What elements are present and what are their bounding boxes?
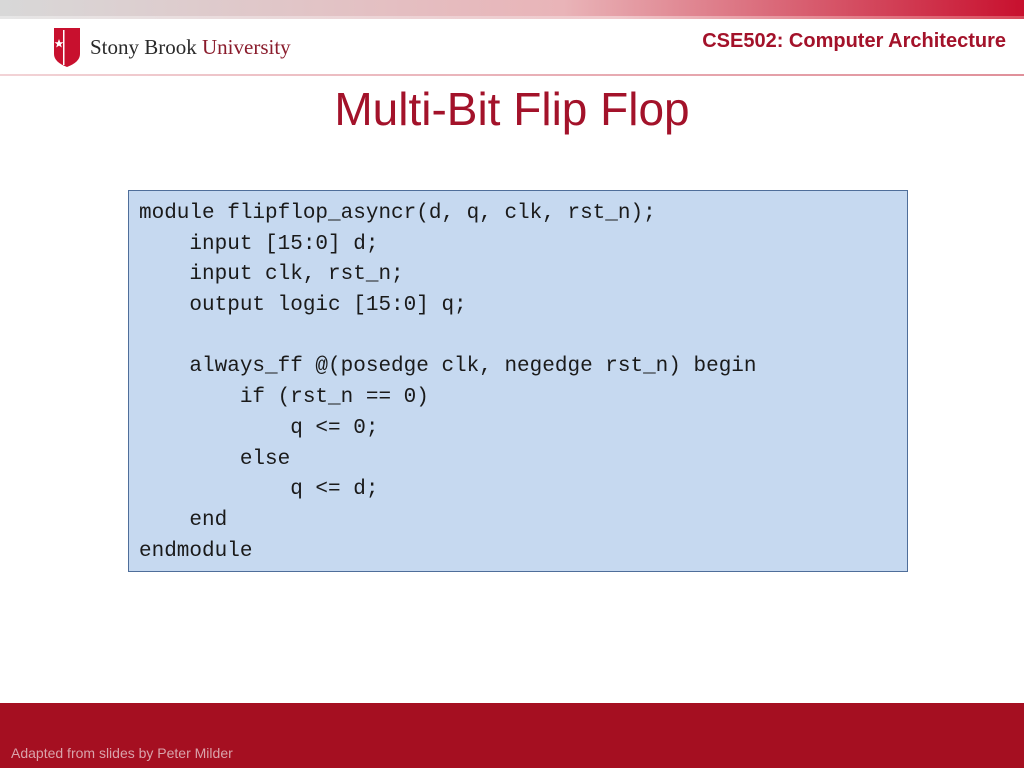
logo-university: University [202, 34, 291, 59]
header-band-line [0, 16, 1024, 19]
slide-title: Multi-Bit Flip Flop [334, 83, 690, 135]
code-line: input clk, rst_n; [139, 263, 404, 287]
logo-name: Stony Brook [90, 34, 197, 59]
code-line: end [139, 508, 228, 532]
university-logo: Stony Brook University [52, 24, 291, 70]
course-title: CSE502: Computer Architecture [702, 30, 1006, 52]
code-block: module flipflop_asyncr(d, q, clk, rst_n)… [128, 190, 908, 572]
header-rule [0, 74, 1024, 76]
code-line: q <= d; [139, 478, 379, 502]
logo-wordmark: Stony Brook University [90, 35, 291, 60]
code-line [139, 322, 907, 353]
code-line: else [139, 447, 291, 471]
code-line: if (rst_n == 0) [139, 386, 429, 410]
code-line: output logic [15:0] q; [139, 294, 467, 318]
code-line: module flipflop_asyncr(d, q, clk, rst_n)… [139, 202, 656, 225]
header-band [0, 0, 1024, 16]
code-line: q <= 0; [139, 416, 379, 440]
footer-band [0, 703, 1024, 768]
code-line: input [15:0] d; [139, 232, 379, 256]
footer-credit: Adapted from slides by Peter Milder [11, 745, 233, 761]
code-line: endmodule [139, 539, 253, 563]
code-line: always_ff @(posedge clk, negedge rst_n) … [139, 355, 757, 379]
star-shield-icon [54, 28, 80, 67]
